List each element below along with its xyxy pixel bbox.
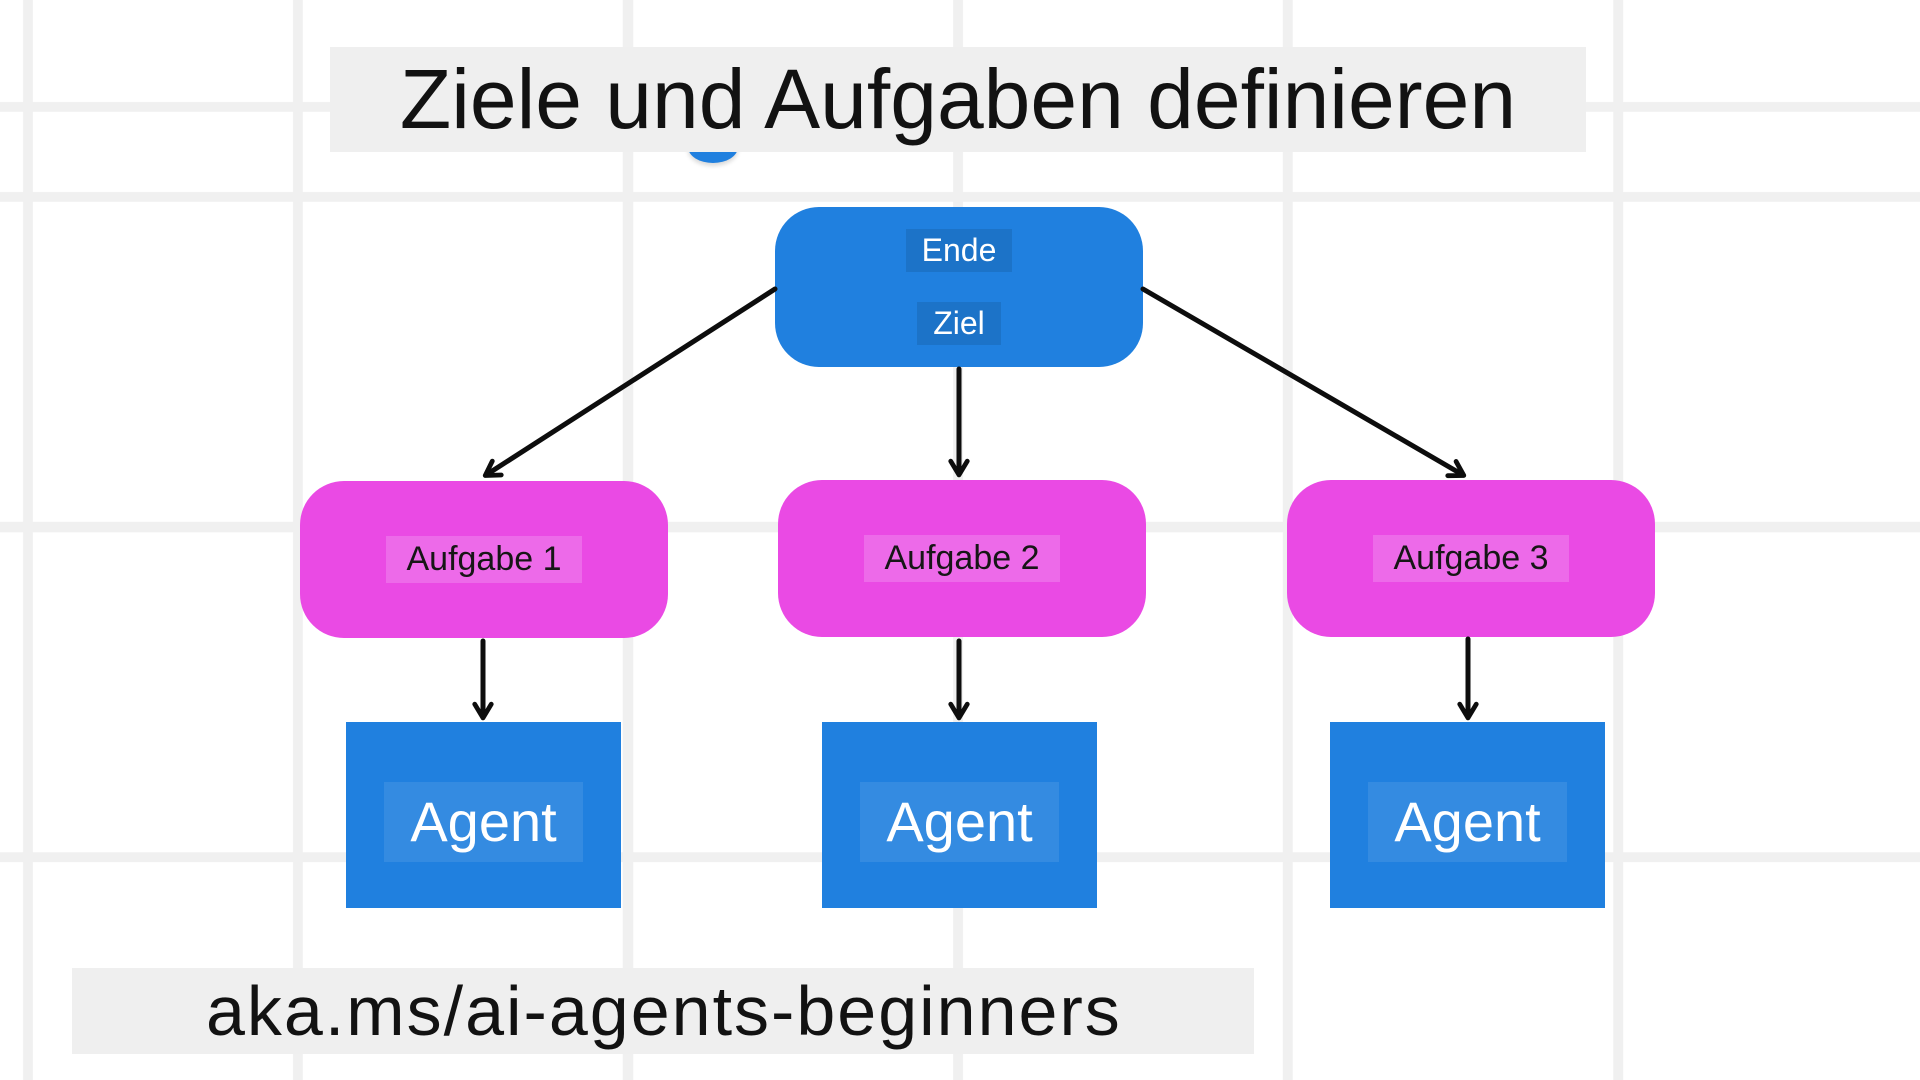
agent-node-3-label: Agent — [1368, 781, 1567, 863]
agent-node-3[interactable]: Agent — [1330, 722, 1605, 908]
goal-node-label-ziel: Ziel — [917, 302, 1001, 345]
footer-banner: aka.ms/ai-agents-beginners — [72, 968, 1254, 1054]
agent-node-2[interactable]: Agent — [822, 722, 1097, 908]
page-title: Ziele und Aufgaben definieren — [399, 52, 1517, 146]
agent-node-1-label: Agent — [384, 781, 583, 863]
task-node-2[interactable]: Aufgabe 2 — [778, 480, 1146, 637]
task-node-1[interactable]: Aufgabe 1 — [300, 481, 668, 638]
task-node-3[interactable]: Aufgabe 3 — [1287, 480, 1655, 637]
goal-node-label-ende: Ende — [905, 229, 1013, 272]
task-node-1-label: Aufgabe 1 — [386, 535, 582, 584]
title-banner: Ziele und Aufgaben definieren — [330, 47, 1586, 152]
connector-goal-to-task3 — [1140, 286, 1467, 479]
footer-url-text: aka.ms/ai-agents-beginners — [206, 972, 1122, 1050]
agent-node-2-label: Agent — [860, 781, 1059, 863]
goal-node[interactable]: Ende Ziel — [775, 207, 1143, 367]
agent-node-1[interactable]: Agent — [346, 722, 621, 908]
connector-goal-to-task1 — [482, 286, 778, 478]
task-node-2-label: Aufgabe 2 — [864, 534, 1060, 583]
task-node-3-label: Aufgabe 3 — [1373, 534, 1569, 583]
